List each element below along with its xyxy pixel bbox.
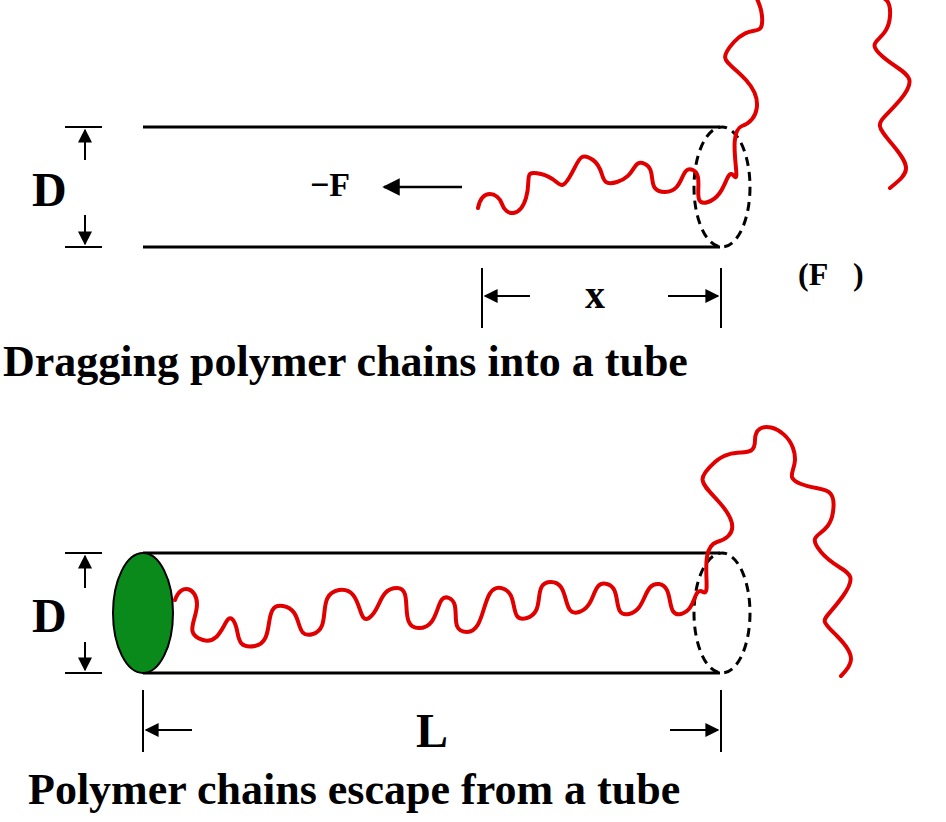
dimension-label: D — [32, 592, 67, 640]
caption-text: Polymer chains escape from a tube — [28, 768, 680, 812]
force-label: (F⃗) — [798, 258, 864, 290]
force-label: −F⃗ — [310, 168, 377, 202]
dimension-label: L — [416, 707, 448, 755]
dimension-label: D — [32, 166, 67, 214]
caption-text: Dragging polymer chains into a tube — [3, 340, 688, 384]
dimension-label: x — [585, 275, 605, 315]
